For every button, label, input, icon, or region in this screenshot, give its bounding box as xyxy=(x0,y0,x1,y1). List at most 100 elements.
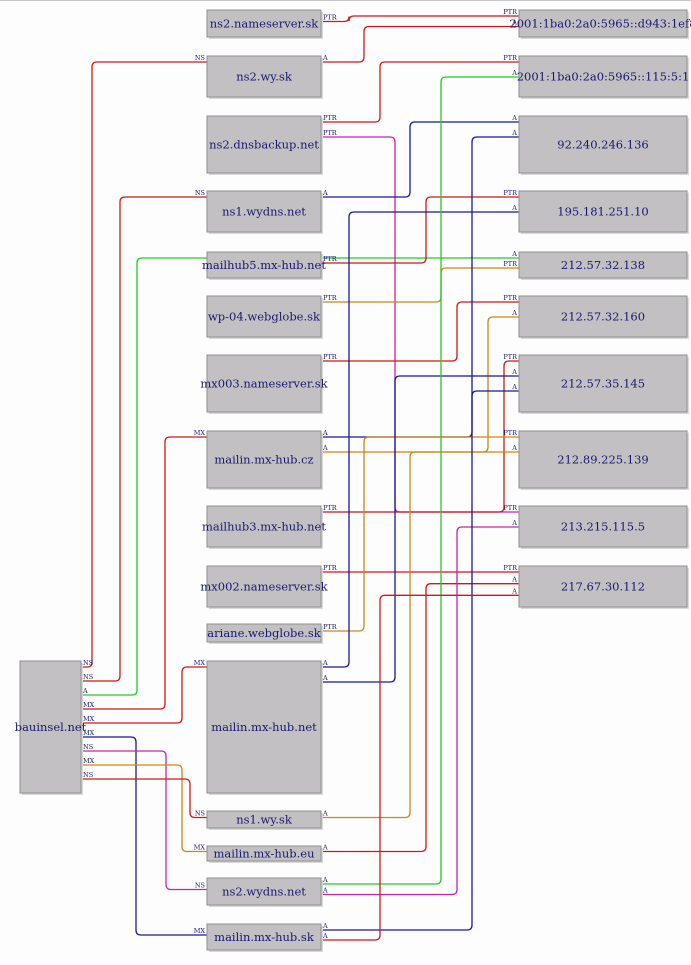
node-box[interactable] xyxy=(518,505,688,548)
edge-label-source: A xyxy=(82,687,88,695)
node-ip195[interactable]: 195.181.251.10 xyxy=(518,190,689,234)
edge-line xyxy=(321,526,519,896)
node-box[interactable] xyxy=(206,251,322,279)
edge-label-source: PTR xyxy=(323,504,338,512)
edge-label-source: PTR xyxy=(323,255,338,263)
edge-label-source: A xyxy=(322,810,328,818)
node-ns2dnsbackup[interactable]: ns2.dnsbackup.net xyxy=(206,115,323,175)
edge-label-target: A xyxy=(511,204,517,212)
node-ns2nameserver[interactable]: ns2.nameserver.sk xyxy=(206,9,323,39)
node-box[interactable] xyxy=(518,115,688,174)
node-box[interactable] xyxy=(206,55,322,98)
edge-label-target: PTR xyxy=(503,260,518,268)
node-box[interactable] xyxy=(206,295,322,338)
node-box[interactable] xyxy=(206,810,322,829)
node-mx002[interactable]: mx002.nameserver.sk xyxy=(200,565,329,609)
node-mailhub5[interactable]: mailhub5.mx-hub.net xyxy=(202,251,326,280)
node-ns2wydns[interactable]: ns2.wydns.net xyxy=(206,877,323,907)
node-ip1155[interactable]: 213.215.115.5 xyxy=(518,505,689,549)
edge-label-source: A xyxy=(322,54,328,62)
edge-line xyxy=(81,736,207,936)
node-box[interactable] xyxy=(518,295,688,338)
node-label: 92.240.246.136 xyxy=(557,138,648,152)
node-bauinsel[interactable]: bauinsel.net xyxy=(15,660,87,795)
edge-label-source: A xyxy=(322,429,328,437)
node-ns1wydns[interactable]: ns1.wydns.net xyxy=(206,190,323,234)
node-box[interactable] xyxy=(518,430,688,489)
node-ip145[interactable]: 212.57.35.145 xyxy=(518,354,689,414)
node-box[interactable] xyxy=(518,55,688,98)
node-box[interactable] xyxy=(206,354,322,413)
edge-line xyxy=(321,375,519,683)
node-mailinnet[interactable]: mailin.mx-hub.net xyxy=(206,660,323,795)
node-box[interactable] xyxy=(206,660,322,794)
edge-mailinsk-ip112: AA xyxy=(321,587,519,941)
node-ip112[interactable]: 217.67.30.112 xyxy=(518,565,689,609)
node-mailincz[interactable]: mailin.mx-hub.cz xyxy=(206,430,323,490)
edge-label-target: NS xyxy=(195,189,205,197)
node-mx003[interactable]: mx003.nameserver.sk xyxy=(200,354,329,414)
edge-ns2wydns-ip6b: AA xyxy=(321,69,519,885)
node-box[interactable] xyxy=(518,9,688,38)
edge-ns2wy-ip6a: AA xyxy=(321,19,519,63)
node-ns2wy[interactable]: ns2.wy.sk xyxy=(206,55,323,99)
edge-label-target: A xyxy=(511,368,517,376)
node-ip160[interactable]: 212.57.32.160 xyxy=(518,295,689,339)
node-label: ns2.wy.sk xyxy=(236,70,293,84)
node-ariane[interactable]: ariane.webglobe.sk xyxy=(206,623,323,644)
edge-line xyxy=(321,211,519,668)
node-wp04[interactable]: wp-04.webglobe.sk xyxy=(206,295,323,339)
edge-line xyxy=(321,594,519,941)
node-box[interactable] xyxy=(206,9,322,38)
node-ns1wy[interactable]: ns1.wy.sk xyxy=(206,810,323,830)
edge-line xyxy=(321,76,519,885)
node-box[interactable] xyxy=(206,877,322,906)
edge-label-target: PTR xyxy=(503,294,518,302)
edge-mailineu-ip112: AA xyxy=(321,576,519,853)
node-box[interactable] xyxy=(518,354,688,413)
node-label: ns2.dnsbackup.net xyxy=(209,138,319,152)
node-box[interactable] xyxy=(206,845,322,862)
edge-label-target: PTR xyxy=(503,189,518,197)
node-box[interactable] xyxy=(206,623,322,643)
edge-line xyxy=(81,750,207,891)
node-box[interactable] xyxy=(206,565,322,608)
edge-ariane-ip139: PTR PTR xyxy=(321,429,519,632)
edge-mailinsk-ip145: AA xyxy=(321,383,519,931)
edge-label-source: PTR xyxy=(323,14,338,22)
node-ip6a[interactable]: 2001:1ba0:2a0:5965::d943:1ef8 xyxy=(509,9,691,39)
edge-line xyxy=(81,764,207,853)
edge-line xyxy=(321,301,519,362)
node-box[interactable] xyxy=(19,660,82,794)
node-ip6b[interactable]: 2001:1ba0:2a0:5965::115:5:1 xyxy=(517,55,690,99)
edge-line xyxy=(81,61,207,668)
edge-label-target: NS xyxy=(195,810,205,818)
edge-label-target: A xyxy=(511,309,517,317)
node-ip92[interactable]: 92.240.246.136 xyxy=(518,115,689,175)
edge-line xyxy=(321,451,519,819)
node-box[interactable] xyxy=(206,923,322,951)
node-ip139[interactable]: 212.89.225.139 xyxy=(518,430,689,490)
node-box[interactable] xyxy=(206,505,322,548)
edge-label-source: MX xyxy=(83,715,95,723)
node-box[interactable] xyxy=(206,190,322,233)
edge-label-target: PTR xyxy=(503,8,518,16)
edge-label-target: PTR xyxy=(503,564,518,572)
node-label: 195.181.251.10 xyxy=(557,205,648,219)
node-label: wp-04.webglobe.sk xyxy=(208,310,321,324)
node-box[interactable] xyxy=(518,190,688,233)
node-box[interactable] xyxy=(518,565,688,608)
node-ip138[interactable]: 212.57.32.138 xyxy=(518,251,689,280)
node-box[interactable] xyxy=(206,115,322,174)
edge-label-target: MX xyxy=(194,659,206,667)
edge-line xyxy=(81,666,207,724)
node-mailinsk[interactable]: mailin.mx-hub.sk xyxy=(206,923,323,952)
node-mailhub3[interactable]: mailhub3.mx-hub.net xyxy=(202,505,326,549)
edge-mailhub5-ip195: PTR PTR xyxy=(321,189,519,264)
node-box[interactable] xyxy=(518,251,688,279)
node-mailineu[interactable]: mailin.mx-hub.eu xyxy=(206,845,323,863)
node-box[interactable] xyxy=(206,430,322,489)
